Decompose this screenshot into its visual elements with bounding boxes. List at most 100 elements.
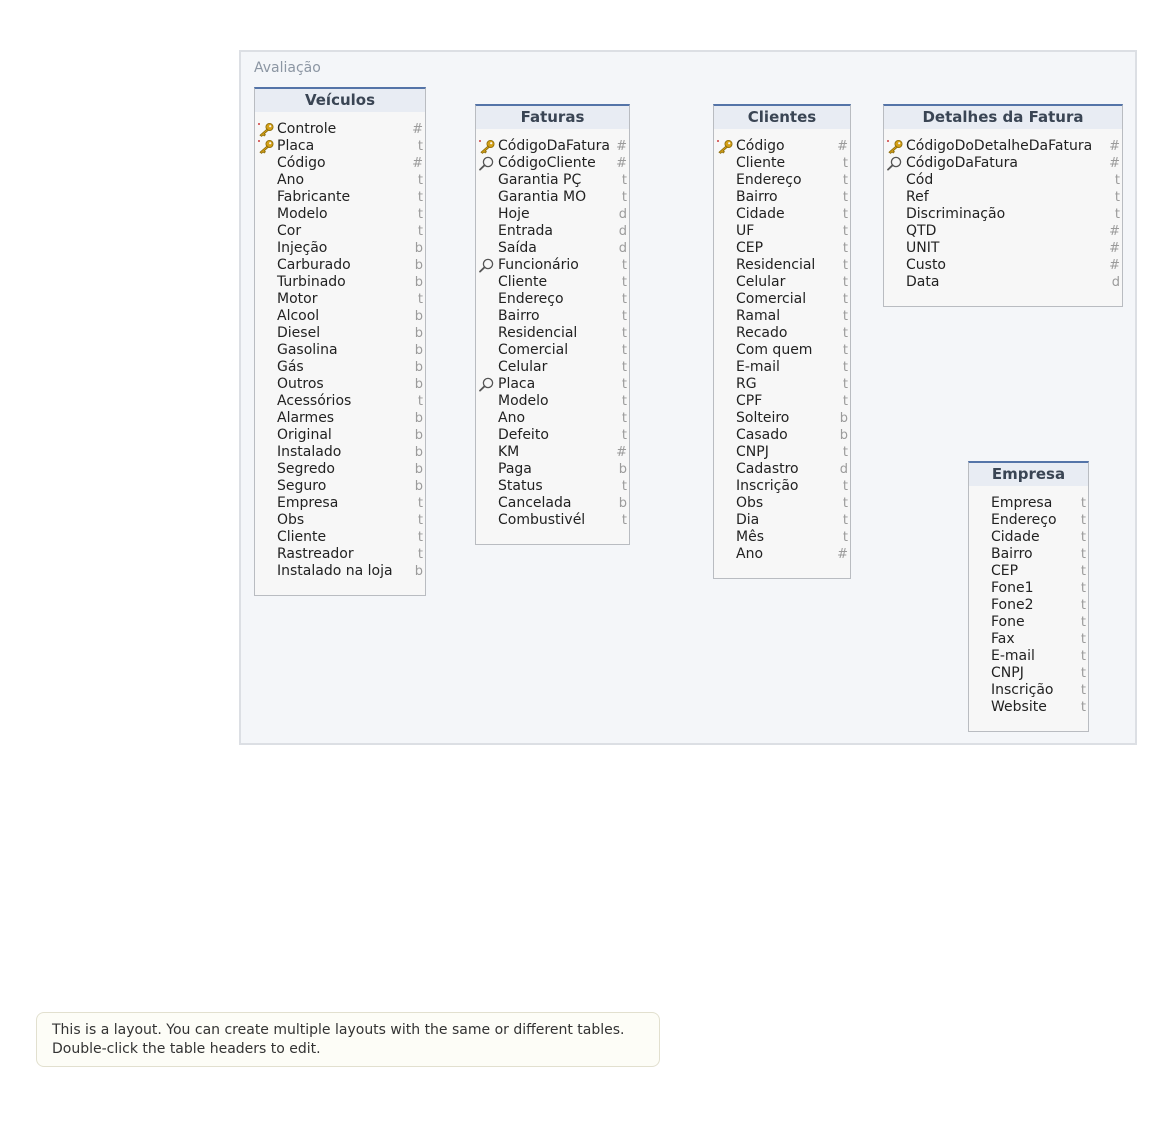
field-row[interactable]: CódigoDoDetalheDaFatura# bbox=[884, 138, 1122, 155]
field-row[interactable]: Ano# bbox=[714, 546, 850, 563]
table-header-clientes[interactable]: Clientes bbox=[714, 106, 850, 129]
field-row[interactable]: Custo# bbox=[884, 257, 1122, 274]
field-row[interactable]: CódigoDaFatura# bbox=[476, 138, 629, 155]
field-row[interactable]: UNIT# bbox=[884, 240, 1122, 257]
table-faturas[interactable]: Faturas CódigoDaFatura#CódigoCliente#Gar… bbox=[475, 104, 630, 545]
table-header-empresa[interactable]: Empresa bbox=[969, 463, 1088, 486]
field-row[interactable]: Código# bbox=[714, 138, 850, 155]
field-row[interactable]: Código# bbox=[255, 155, 425, 172]
table-header-detalhes-da-fatura[interactable]: Detalhes da Fatura bbox=[884, 106, 1122, 129]
field-row[interactable]: KM# bbox=[476, 444, 629, 461]
table-header-veiculos[interactable]: Veículos bbox=[255, 89, 425, 112]
field-row[interactable]: QTD# bbox=[884, 223, 1122, 240]
table-detalhes-da-fatura[interactable]: Detalhes da Fatura CódigoDoDetalheDaFatu… bbox=[883, 104, 1123, 307]
table-header-faturas[interactable]: Faturas bbox=[476, 106, 629, 129]
field-row[interactable]: CódigoCliente# bbox=[476, 155, 629, 172]
